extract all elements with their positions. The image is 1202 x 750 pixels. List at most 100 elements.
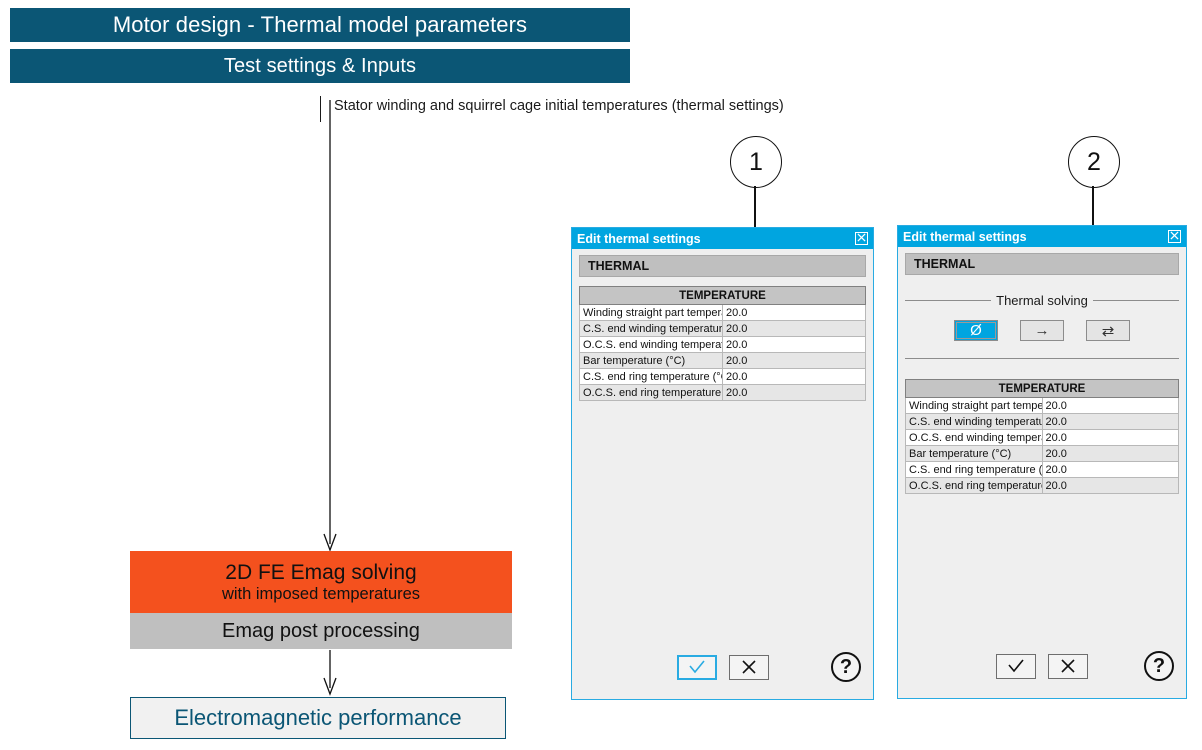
row-value[interactable]: 20.0: [722, 352, 866, 369]
annotation-tick: [320, 96, 321, 122]
section-title-text: Test settings & Inputs: [223, 54, 417, 77]
cancel-button[interactable]: [1048, 653, 1088, 679]
callout-1-number: 1: [749, 147, 763, 176]
table-row: Bar temperature (°C) 20.0: [905, 445, 1179, 462]
row-label: Winding straight part temperature (°C): [905, 397, 1043, 414]
row-label: C.S. end winding temperature (°C): [579, 320, 723, 337]
temperature-table-1-body: Winding straight part temperature (°C) 2…: [579, 304, 866, 401]
ok-button[interactable]: [676, 654, 717, 680]
row-value[interactable]: 20.0: [722, 304, 866, 321]
row-label: Winding straight part temperature (°C): [579, 304, 723, 321]
close-x-glyph: [1170, 231, 1179, 240]
row-label: O.C.S. end ring temperature (°C): [905, 477, 1043, 494]
callout-2-stem: [1092, 186, 1094, 236]
page-title: Motor design - Thermal model parameters: [10, 8, 630, 42]
dialog-1-titlebar[interactable]: Edit thermal settings: [572, 228, 873, 249]
dialog-1-body: THERMAL TEMPERATURE Winding straight par…: [572, 249, 873, 645]
tab-thermal-1[interactable]: THERMAL: [579, 255, 866, 277]
edit-thermal-settings-dialog-2: Edit thermal settings THERMAL Thermal so…: [897, 225, 1187, 699]
temperature-table-wrap-2: TEMPERATURE Winding straight part temper…: [905, 379, 1179, 494]
cross-icon: [1061, 659, 1075, 673]
emag-solving-line1: 2D FE Emag solving: [225, 561, 417, 584]
emag-post-label: Emag post processing: [222, 619, 420, 642]
table-row: C.S. end ring temperature (°C) 20.0: [905, 461, 1179, 478]
section-title: Test settings & Inputs: [10, 49, 630, 83]
check-icon: [688, 660, 705, 674]
check-icon: [1008, 659, 1024, 673]
dialog-2-body: THERMAL Thermal solving Ø → ⇄: [898, 247, 1186, 644]
legend-rule-left: [905, 300, 992, 301]
legend-rule-right: [1092, 300, 1180, 301]
row-label: O.C.S. end winding temperature (°C): [579, 336, 723, 353]
ok-button[interactable]: [996, 653, 1036, 679]
callout-marker-1: 1: [730, 136, 782, 188]
callout-1-stem: [754, 186, 756, 238]
edit-thermal-settings-dialog-1: Edit thermal settings THERMAL TEMPERATUR…: [571, 227, 874, 700]
row-value[interactable]: 20.0: [1041, 461, 1179, 478]
result-box-electromagnetic-performance: Electromagnetic performance: [130, 697, 506, 739]
dialog-1-footer-buttons: [676, 654, 769, 680]
no-thermal-solving-button[interactable]: Ø: [954, 320, 998, 341]
tab-thermal-2[interactable]: THERMAL: [905, 253, 1179, 275]
help-question-glyph: ?: [1152, 654, 1166, 677]
thermal-solving-group: Thermal solving Ø → ⇄: [905, 293, 1180, 359]
help-icon[interactable]: ?: [831, 652, 861, 682]
table-row: O.C.S. end ring temperature (°C) 20.0: [905, 477, 1179, 494]
tab-thermal-2-label: THERMAL: [914, 257, 976, 271]
page-title-text: Motor design - Thermal model parameters: [112, 12, 528, 37]
dialog-2-titlebar[interactable]: Edit thermal settings: [898, 226, 1186, 247]
close-icon[interactable]: [1168, 230, 1181, 243]
callout-2-number: 2: [1087, 147, 1101, 176]
row-value[interactable]: 20.0: [1041, 397, 1179, 414]
row-value[interactable]: 20.0: [1041, 445, 1179, 462]
emag-solving-line2: with imposed temperatures: [221, 584, 421, 603]
row-value[interactable]: 20.0: [1041, 413, 1179, 430]
row-label: C.S. end ring temperature (°C): [905, 461, 1043, 478]
table-row: C.S. end winding temperature (°C) 20.0: [579, 320, 866, 337]
two-way-coupling-button[interactable]: ⇄: [1086, 320, 1130, 341]
help-question-glyph: ?: [839, 655, 853, 678]
row-value[interactable]: 20.0: [722, 368, 866, 385]
row-value[interactable]: 20.0: [1041, 477, 1179, 494]
table-row: Bar temperature (°C) 20.0: [579, 352, 866, 369]
performance-label: Electromagnetic performance: [174, 704, 462, 730]
dialog-1-title: Edit thermal settings: [577, 231, 701, 246]
group-divider: [905, 358, 1179, 359]
temperature-table-2-body: Winding straight part temperature (°C) 2…: [905, 397, 1179, 494]
cancel-button[interactable]: [728, 654, 769, 680]
close-icon[interactable]: [855, 232, 868, 245]
no-thermal-glyph: Ø: [970, 322, 982, 339]
dialog-2-title: Edit thermal settings: [903, 229, 1027, 244]
row-label: O.C.S. end ring temperature (°C): [579, 384, 723, 401]
table-row: Winding straight part temperature (°C) 2…: [905, 397, 1179, 414]
temperature-table-wrap-1: TEMPERATURE Winding straight part temper…: [579, 286, 866, 401]
callout-marker-2: 2: [1068, 136, 1120, 188]
table-row: O.C.S. end winding temperature (°C) 20.0: [579, 336, 866, 353]
row-label: C.S. end ring temperature (°C): [579, 368, 723, 385]
table-row: O.C.S. end ring temperature (°C) 20.0: [579, 384, 866, 401]
thermal-solving-legend: Thermal solving: [905, 293, 1180, 308]
row-value[interactable]: 20.0: [1041, 429, 1179, 446]
dialog-2-footer: ?: [898, 644, 1186, 698]
process-box-emag-solving: 2D FE Emag solving with imposed temperat…: [130, 551, 512, 613]
arrows-bidirectional-icon: ⇄: [1101, 322, 1115, 340]
temperature-table-1-header: TEMPERATURE: [579, 286, 866, 305]
row-value[interactable]: 20.0: [722, 384, 866, 401]
dialog-1-footer: ?: [572, 645, 873, 699]
tab-thermal-1-label: THERMAL: [588, 259, 650, 273]
row-value[interactable]: 20.0: [722, 336, 866, 353]
help-icon[interactable]: ?: [1144, 651, 1174, 681]
flow-arrow-to-solving: [323, 100, 337, 552]
flow-arrow-to-performance: [323, 650, 337, 696]
one-way-coupling-button[interactable]: →: [1020, 320, 1064, 341]
table-row: Winding straight part temperature (°C) 2…: [579, 304, 866, 321]
temperature-table-2-header: TEMPERATURE: [905, 379, 1179, 398]
temperature-table-2: TEMPERATURE Winding straight part temper…: [905, 379, 1179, 494]
thermal-solving-button-row: Ø → ⇄: [905, 320, 1179, 341]
table-row: C.S. end winding temperature (°C) 20.0: [905, 413, 1179, 430]
table-row: C.S. end ring temperature (°C) 20.0: [579, 368, 866, 385]
row-value[interactable]: 20.0: [722, 320, 866, 337]
cross-icon: [741, 660, 756, 674]
row-label: C.S. end winding temperature (°C): [905, 413, 1043, 430]
dialog-2-footer-buttons: [996, 653, 1088, 679]
